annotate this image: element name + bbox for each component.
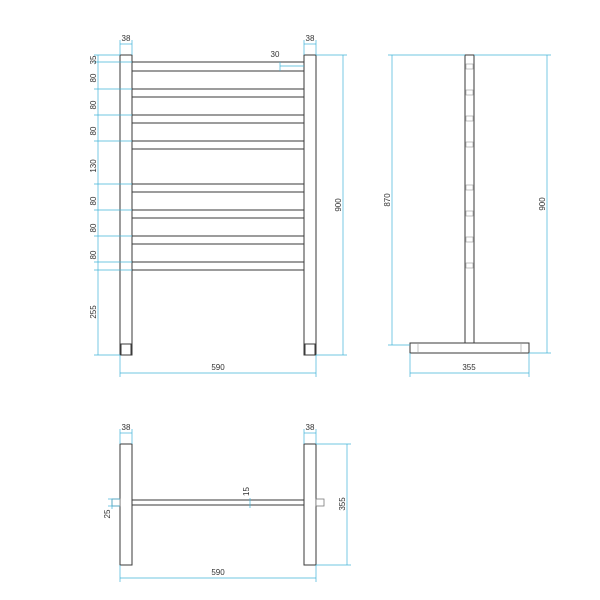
dim-spacing-7: 80 — [89, 250, 98, 259]
dim-crossbar-thickness: 15 — [242, 487, 251, 496]
side-upright — [464, 54, 475, 344]
dim-top-right-post: 38 — [306, 423, 315, 432]
side-view: 870 900 355 — [383, 54, 551, 377]
side-rail-mark — [465, 210, 474, 217]
side-rail-mark — [465, 262, 474, 269]
side-rail-markers — [465, 63, 474, 269]
rail-7 — [131, 235, 305, 245]
top-right-bracket — [315, 498, 325, 507]
dim-top-depth: 355 — [338, 497, 347, 511]
dim-spacing-1: 80 — [89, 73, 98, 82]
dim-front-right-post: 38 — [306, 34, 315, 43]
front-view: 38 38 30 35 80 80 80 130 80 80 80 255 — [89, 34, 347, 377]
dim-top-offset: 35 — [89, 55, 98, 64]
top-crossbar — [131, 499, 305, 506]
side-rail-mark — [465, 63, 474, 70]
dim-bar-thickness: 30 — [271, 50, 280, 59]
front-left-post — [119, 54, 133, 356]
dim-front-overall-height: 900 — [334, 198, 343, 212]
rail-8 — [131, 261, 305, 271]
side-rail-mark — [465, 141, 474, 148]
front-left-foot — [120, 343, 132, 356]
dim-side-overall-height: 900 — [538, 197, 547, 211]
rail-4 — [131, 140, 305, 150]
rail-6 — [131, 209, 305, 219]
side-rail-mark — [465, 89, 474, 96]
front-rails — [131, 61, 305, 271]
dim-top-overall-width: 590 — [211, 568, 225, 577]
side-rail-mark — [465, 115, 474, 122]
dim-crossbar-offset: 25 — [103, 509, 112, 518]
dim-front-left-post: 38 — [122, 34, 131, 43]
top-right-post — [303, 443, 317, 566]
dim-front-overall-width: 590 — [211, 363, 225, 372]
rail-2 — [131, 88, 305, 98]
side-base — [409, 342, 530, 354]
rail-1 — [131, 61, 305, 72]
front-right-post — [303, 54, 317, 356]
dim-spacing-2: 80 — [89, 100, 98, 109]
top-left-bracket — [111, 498, 121, 507]
rail-5 — [131, 183, 305, 193]
side-rail-mark — [465, 236, 474, 243]
top-left-post — [119, 443, 133, 566]
dim-side-rail-height: 870 — [383, 193, 392, 207]
dim-top-left-post: 38 — [122, 423, 131, 432]
dim-spacing-5: 80 — [89, 196, 98, 205]
dim-side-base-depth: 355 — [462, 363, 476, 372]
front-right-foot — [304, 343, 316, 356]
dim-bottom-leg: 255 — [89, 305, 98, 319]
dim-spacing-6: 80 — [89, 223, 98, 232]
dim-spacing-4: 130 — [89, 159, 98, 173]
dim-spacing-3: 80 — [89, 126, 98, 135]
top-view: 38 38 25 15 355 590 — [103, 423, 351, 582]
side-rail-mark — [465, 184, 474, 191]
rail-3 — [131, 114, 305, 124]
